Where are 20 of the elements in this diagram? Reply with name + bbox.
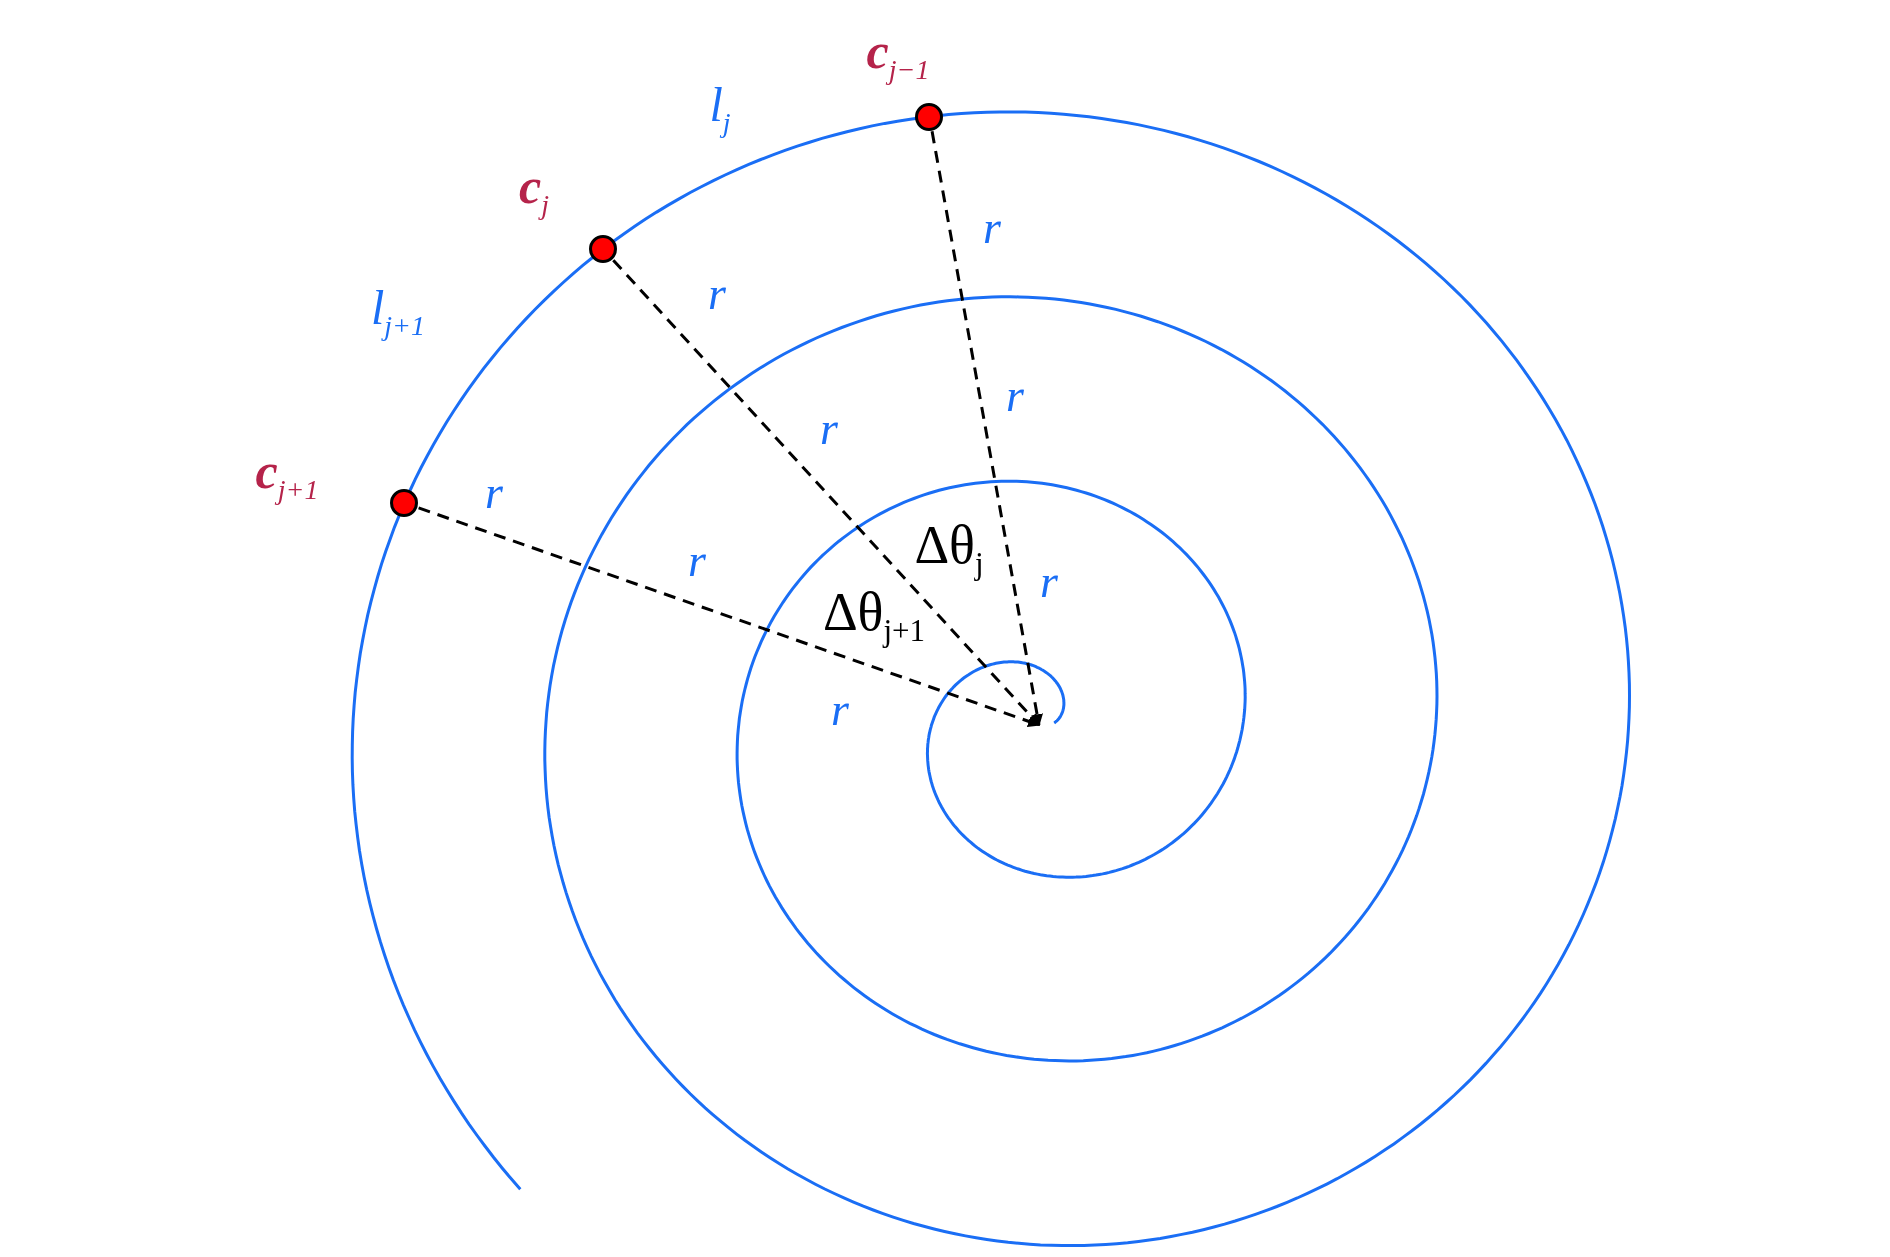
point-label: c$_{j−1}$ — [866, 22, 930, 86]
radius-label: r — [983, 200, 1001, 254]
arc-length-label: l$_{j+1}$ — [371, 280, 425, 342]
point-label: c$_{j}$ — [519, 157, 549, 221]
point-marker — [915, 102, 944, 131]
angle-label: Δθ$_{j}$ — [914, 513, 984, 583]
point-marker — [589, 235, 618, 264]
radius-label: r — [708, 266, 726, 320]
radius-label: r — [688, 533, 706, 587]
radius-label: r — [485, 465, 503, 519]
angle-label: Δθ$_{j+1}$ — [822, 580, 926, 650]
arc-length-label: l$_{j}$ — [709, 77, 731, 139]
radius-label: r — [1040, 554, 1058, 608]
radius-label: r — [831, 682, 849, 736]
dashed-arrow — [612, 259, 1041, 726]
point-marker — [390, 488, 419, 517]
point-label: c$_{j+1}$ — [255, 442, 319, 506]
radius-label: r — [1006, 368, 1024, 422]
radius-label: r — [820, 401, 838, 455]
dashed-arrow — [418, 506, 1041, 728]
